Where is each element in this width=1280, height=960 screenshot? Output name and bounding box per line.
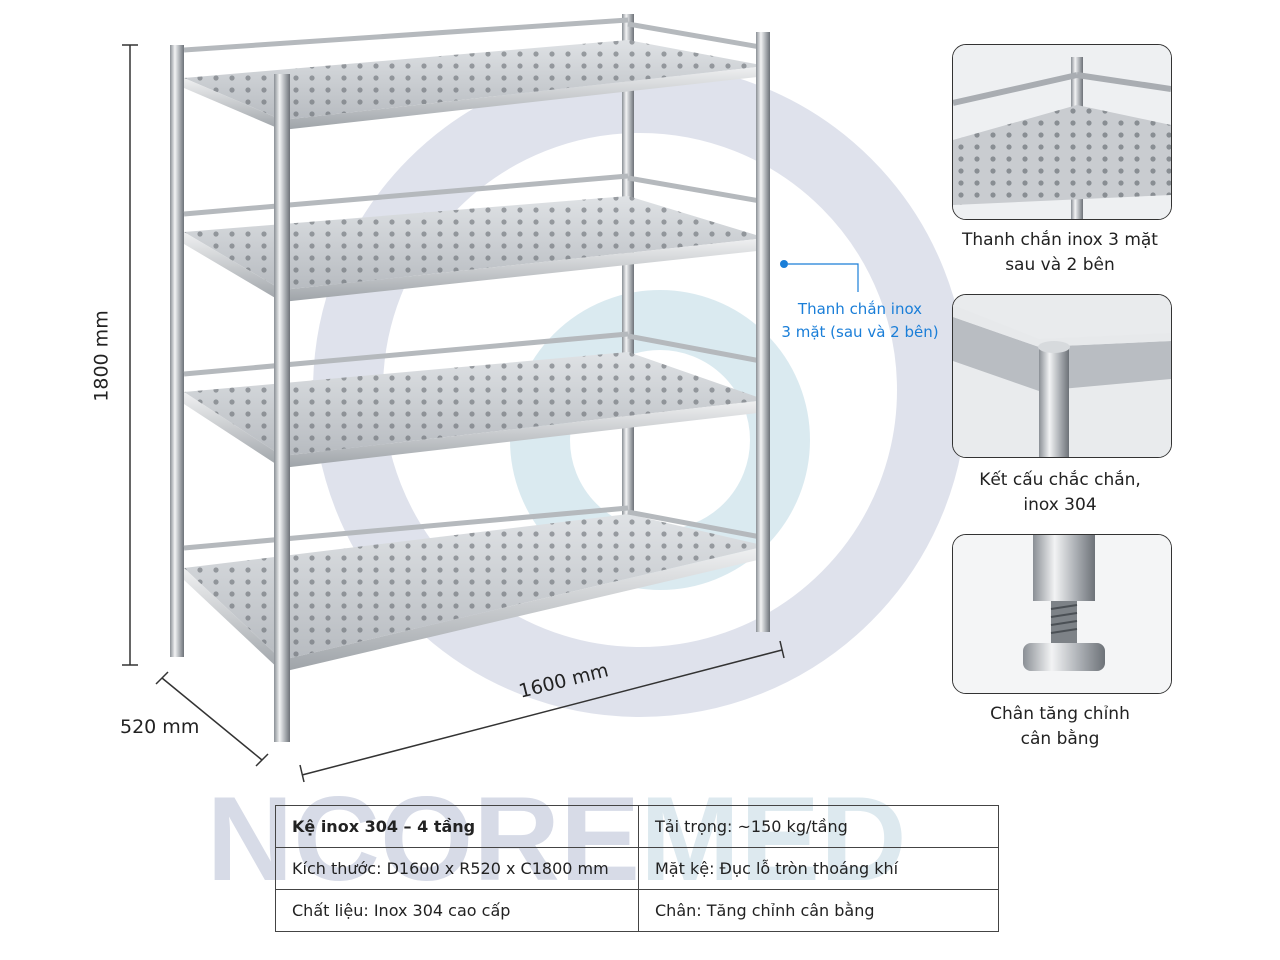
shelf-level-1 bbox=[183, 17, 767, 130]
feature-image-guard-rail bbox=[952, 44, 1172, 220]
table-row: Kệ inox 304 – 4 tầng Tải trọng: ~150 kg/… bbox=[275, 805, 999, 848]
callout-pointer bbox=[780, 260, 859, 292]
spec-size: Kích thước: D1600 x R520 x C1800 mm bbox=[275, 847, 639, 890]
caption-line: Thanh chắn inox 3 mặt bbox=[962, 230, 1158, 250]
dimension-lines bbox=[122, 44, 785, 783]
callout-line-2: 3 mặt (sau và 2 bên) bbox=[781, 323, 939, 341]
feature-caption-foot: Chân tăng chỉnh cân bằng bbox=[940, 702, 1180, 752]
caption-line: Chân tăng chỉnh bbox=[990, 704, 1130, 724]
spec-material: Chất liệu: Inox 304 cao cấp bbox=[275, 889, 639, 932]
feature-caption-joint: Kết cấu chắc chắn, inox 304 bbox=[940, 468, 1180, 518]
shelf-corner-guard-icon bbox=[953, 45, 1171, 219]
depth-label: 520 mm bbox=[120, 716, 200, 738]
feature-caption-guard-rail: Thanh chắn inox 3 mặt sau và 2 bên bbox=[940, 228, 1180, 278]
callout-line-1: Thanh chắn inox bbox=[797, 300, 923, 318]
shelf-joint-icon bbox=[953, 295, 1171, 457]
table-row: Chất liệu: Inox 304 cao cấp Chân: Tăng c… bbox=[275, 889, 999, 932]
feature-image-foot bbox=[952, 534, 1172, 694]
spec-feet: Chân: Tăng chỉnh cân bằng bbox=[638, 889, 999, 932]
shelf-level-4 bbox=[183, 505, 767, 672]
height-label: 1800 mm bbox=[90, 310, 113, 402]
caption-line: inox 304 bbox=[1023, 495, 1097, 515]
shelf-level-2 bbox=[183, 173, 767, 302]
guard-rail-callout: Thanh chắn inox 3 mặt (sau và 2 bên) bbox=[770, 298, 950, 344]
spec-table: Kệ inox 304 – 4 tầng Tải trọng: ~150 kg/… bbox=[275, 805, 999, 932]
feature-image-joint bbox=[952, 294, 1172, 458]
spec-load: Tải trọng: ~150 kg/tầng bbox=[638, 805, 999, 848]
shelf-level-3 bbox=[183, 331, 767, 468]
spec-surface: Mặt kệ: Đục lỗ tròn thoáng khí bbox=[638, 847, 999, 890]
caption-line: cân bằng bbox=[1020, 729, 1100, 749]
adjustable-foot-icon bbox=[953, 535, 1171, 693]
table-row: Kích thước: D1600 x R520 x C1800 mm Mặt … bbox=[275, 847, 999, 890]
caption-line: Kết cấu chắc chắn, bbox=[979, 470, 1141, 490]
spec-product-name: Kệ inox 304 – 4 tầng bbox=[275, 805, 639, 848]
caption-line: sau và 2 bên bbox=[1005, 255, 1115, 275]
